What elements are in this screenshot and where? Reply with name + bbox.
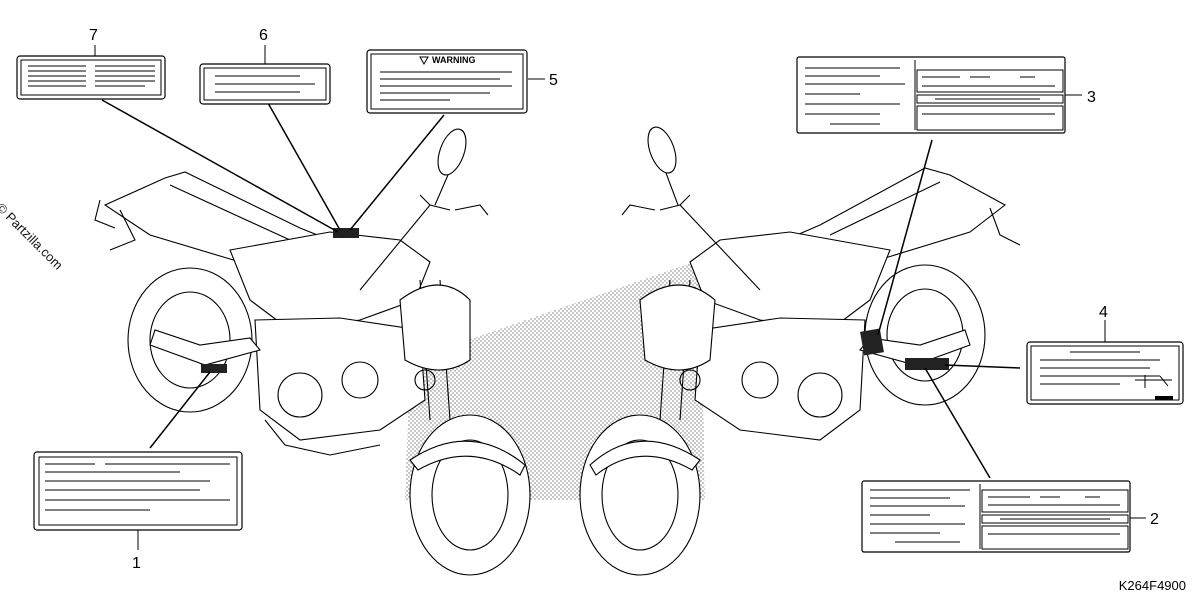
- warning-heading: WARNING: [432, 55, 476, 65]
- right-motorcycle-illustration: [579, 126, 1021, 576]
- callout-number-7: 7: [89, 27, 98, 44]
- label-3-box: [796, 56, 1066, 134]
- left-bike-label-spot-5-6-7: [333, 228, 359, 238]
- tire-gauge-icon: [1135, 375, 1172, 388]
- figure-code: K264F4900: [1118, 578, 1186, 593]
- callout-number-3: 3: [1087, 89, 1096, 106]
- right-bike-label-spot-2-4: [905, 358, 949, 370]
- label-4-mark: [1155, 396, 1173, 400]
- label-5-box: WARNING: [366, 49, 528, 114]
- callout-number-1: 1: [132, 555, 141, 572]
- label-4-box: [1026, 341, 1184, 405]
- label-2-box: [861, 480, 1131, 553]
- left-bike-label-spot-1: [201, 364, 227, 373]
- label-1-box: [33, 451, 243, 531]
- callout-number-2: 2: [1150, 511, 1159, 528]
- left-motorcycle-illustration: [94, 128, 531, 576]
- label-6-box: [199, 63, 331, 105]
- callout-number-5: 5: [549, 72, 558, 89]
- callout-number-4: 4: [1099, 304, 1108, 321]
- right-bike-label-spot-3: [860, 328, 884, 356]
- leader-lines: [94, 45, 1146, 550]
- label-7-box: [16, 55, 166, 100]
- warning-triangle-icon: [419, 56, 429, 66]
- callout-number-6: 6: [259, 27, 268, 44]
